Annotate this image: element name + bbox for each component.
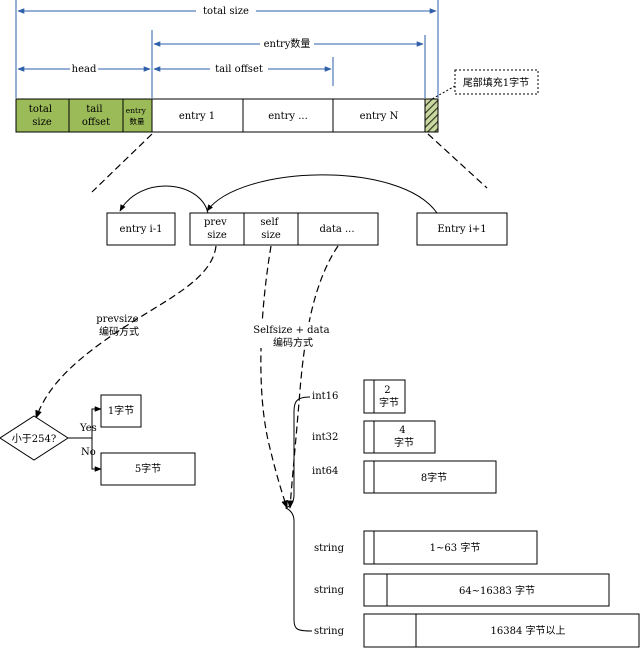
total-size-label: total size [203, 6, 249, 17]
entry-count-label: entry数量 [264, 37, 311, 50]
entry-1-cell: entry 1 [179, 111, 215, 122]
type-int32: int32 [312, 432, 338, 443]
size-int32: 4 字节 [394, 425, 414, 449]
type-string-short: string [314, 543, 345, 554]
type-string-long: string [314, 626, 345, 637]
total-size-field: total size [29, 104, 55, 128]
tail-offset-field: tail offset [82, 104, 110, 128]
selfsize-encoding: int16 2 字节 int32 4 字节 int64 8字节 string 1… [284, 379, 640, 648]
padding-note-box [454, 69, 539, 95]
entry-count-field: entry 数量 [126, 106, 149, 126]
tail-offset-label: tail offset [215, 64, 263, 75]
prev-entry-box: entry i-1 [120, 224, 163, 235]
prev-size-field: prev size [204, 217, 230, 241]
ziplist-layout-bar: total size tail offset entry 数量 entry 1 … [15, 98, 439, 133]
data-field: data ... [319, 224, 354, 235]
tail-padding-cell [424, 98, 439, 133]
no-label: No [81, 447, 96, 458]
size-string-short: 1~63 字节 [430, 541, 481, 554]
size-int64: 8字节 [421, 471, 447, 484]
entry-detail-row: entry i-1 prev size self size data ... E… [106, 174, 508, 246]
yes-label: Yes [79, 423, 97, 434]
prevsize-decision: 小于254? Yes No 1字节 5字节 [0, 394, 196, 486]
no-result-box: 5字节 [135, 462, 161, 475]
next-entry-box: Entry i+1 [437, 224, 486, 235]
prevsize-caption: prevsize 编码方式 [96, 314, 141, 338]
self-size-field: self size [260, 217, 281, 241]
size-string-long: 16384 字节以上 [491, 624, 566, 637]
type-string-medium: string [314, 585, 345, 596]
type-int64: int64 [312, 466, 338, 477]
condition-diamond [0, 415, 69, 461]
selfsize-caption: Selfsize + data 编码方式 [253, 325, 332, 349]
entry-n-cell: entry N [360, 111, 399, 122]
condition-label: 小于254? [12, 433, 56, 445]
type-int16: int16 [312, 391, 338, 402]
dimension-lines: total size entry数量 head tail offset 尾部填充… [15, 0, 539, 100]
head-label: head [72, 64, 97, 75]
entry-dots-cell: entry ... [268, 111, 308, 122]
encoding-brace [284, 396, 313, 632]
next-pointer-arrow [206, 174, 438, 214]
yes-result-box: 1字节 [108, 404, 134, 417]
padding-note-label: 尾部填充1字节 [463, 76, 529, 89]
size-int16: 2 字节 [379, 385, 399, 409]
prev-pointer-arrow [119, 185, 209, 214]
size-string-medium: 64~16383 字节 [459, 584, 535, 597]
